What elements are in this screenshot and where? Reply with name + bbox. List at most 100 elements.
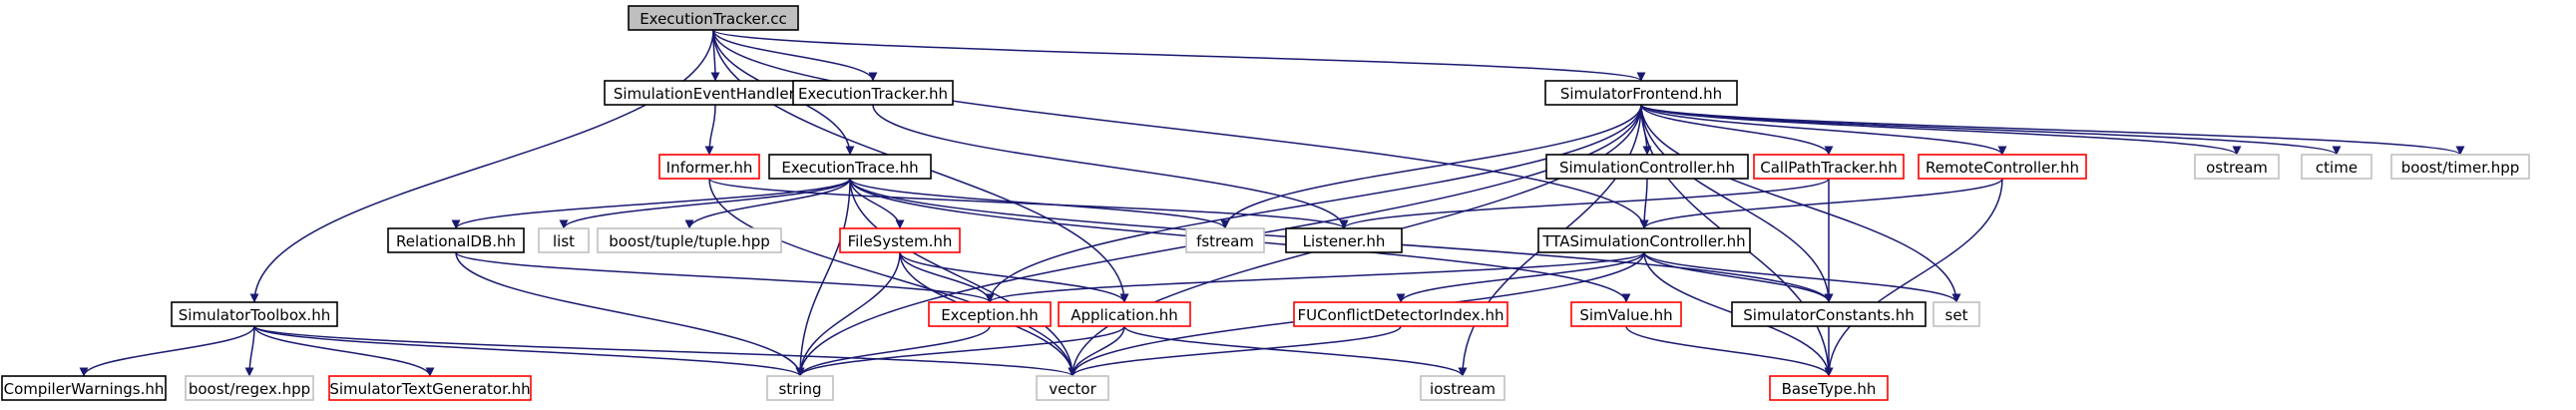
node-compilerwarnings-hh[interactable]: CompilerWarnings.hh — [1, 375, 167, 401]
node-simulatorfrontend-hh[interactable]: SimulatorFrontend.hh — [1544, 80, 1738, 106]
dependency-edge-path — [1639, 178, 1649, 229]
dependency-edge-path — [1640, 104, 2342, 156]
node-box — [387, 227, 525, 253]
node-basetype-hh[interactable]: BaseType.hh — [1769, 375, 1889, 401]
dependency-edge — [899, 251, 1129, 303]
dependency-edge-path — [684, 178, 851, 229]
node-label: SimulatorToolbox.hh — [179, 306, 330, 324]
node-label: ExecutionTrace.hh — [781, 159, 918, 177]
dependency-edge — [1339, 178, 1830, 229]
node-label: ostream — [2206, 159, 2268, 177]
dependency-edge — [1123, 325, 1468, 377]
node-simulationcontroller-hh[interactable]: SimulationController.hh — [1545, 154, 1749, 180]
node-box — [1545, 154, 1749, 180]
node-relationaldb-hh[interactable]: RelationalDB.hh — [387, 227, 525, 253]
node-box — [538, 227, 590, 253]
dependency-edge-path — [1640, 104, 1834, 303]
node-box — [766, 375, 834, 401]
node-label: iostream — [1430, 380, 1496, 398]
dependency-edge — [708, 178, 1349, 229]
node-box — [1932, 301, 1980, 327]
dependency-edge — [985, 104, 1642, 303]
dependency-edge-path — [985, 104, 1642, 303]
node-listener-hh[interactable]: Listener.hh — [1285, 227, 1403, 253]
dependency-edge-path — [1643, 251, 1834, 303]
dependency-edge — [559, 178, 851, 229]
dependency-edge — [849, 178, 1077, 377]
node-label: Exception.hh — [941, 306, 1039, 324]
node-ttasimulationcontroller-hh[interactable]: TTASimulationController.hh — [1537, 227, 1751, 253]
node-label: Informer.hh — [666, 159, 753, 177]
node-box — [185, 375, 314, 401]
node-simulatortoolbox-hh[interactable]: SimulatorToolbox.hh — [171, 301, 338, 327]
dependency-edge-path — [872, 104, 1349, 229]
node-box — [1731, 301, 1927, 327]
node-fuconflictdetectorindex-hh[interactable]: FUConflictDetectorIndex.hh — [1293, 301, 1508, 327]
dependency-edge-path — [849, 178, 905, 229]
node-box — [1285, 227, 1403, 253]
node-label: TTASimulationController.hh — [1541, 232, 1745, 250]
node-label: Application.hh — [1071, 306, 1178, 324]
node-filesystem-hh[interactable]: FileSystem.hh — [839, 227, 961, 253]
node-label: boost/regex.hpp — [189, 380, 310, 398]
node-vector: vector — [1036, 375, 1109, 401]
dependency-edge — [79, 325, 255, 377]
node-set: set — [1932, 301, 1980, 327]
node-exception-hh[interactable]: Exception.hh — [928, 301, 1052, 327]
dependency-edge — [1068, 325, 1402, 377]
node-box — [2194, 154, 2280, 180]
node-label: RelationalDB.hh — [396, 232, 516, 250]
node-application-hh[interactable]: Application.hh — [1058, 301, 1191, 327]
dependency-edge-path — [455, 251, 995, 303]
node-label: vector — [1049, 380, 1096, 398]
dependency-edge — [1643, 251, 1834, 303]
node-remotecontroller-hh[interactable]: RemoteController.hh — [1918, 154, 2087, 180]
dependency-edge-path — [712, 29, 1649, 229]
node-box — [2301, 154, 2372, 180]
dependency-edge — [1640, 104, 1834, 303]
dependency-edge-path — [79, 325, 255, 377]
dependency-edge-path — [795, 325, 991, 377]
dependency-edge-path — [559, 178, 851, 229]
node-executiontracker-hh[interactable]: ExecutionTracker.hh — [792, 80, 954, 106]
node-box — [1753, 154, 1905, 180]
node-label: ctime — [2316, 159, 2358, 177]
dependency-edge — [849, 178, 1230, 229]
node-label: ExecutionTracker.cc — [640, 10, 787, 28]
node-boost-regex-hpp: boost/regex.hpp — [185, 375, 314, 401]
node-simulationeventhandler-hh[interactable]: SimulationEventHandler.hh — [604, 80, 827, 106]
node-box — [768, 154, 932, 180]
dependency-edge-path — [1640, 104, 1961, 303]
dependency-edge-path — [712, 29, 878, 82]
dependency-edge-path — [712, 29, 1646, 82]
dependency-edge — [451, 178, 851, 229]
dependency-edge-path — [1625, 325, 1834, 377]
node-box — [328, 375, 532, 401]
dependency-edge-path — [795, 325, 1125, 377]
dependency-edge-path — [1068, 325, 1402, 377]
node-box — [171, 301, 338, 327]
dependency-edge-path — [849, 178, 1230, 229]
node-box — [839, 227, 961, 253]
node-simulatortextgenerator-hh[interactable]: SimulatorTextGenerator.hh — [328, 375, 532, 401]
dependency-edge — [795, 251, 901, 377]
node-simulatorconstants-hh[interactable]: SimulatorConstants.hh — [1731, 301, 1927, 327]
node-informer-hh[interactable]: Informer.hh — [658, 154, 760, 180]
node-executiontracker-cc: ExecutionTracker.cc — [628, 5, 799, 31]
node-callpathtracker-hh[interactable]: CallPathTracker.hh — [1753, 154, 1905, 180]
node-executiontrace-hh[interactable]: ExecutionTrace.hh — [768, 154, 932, 180]
node-box — [597, 227, 782, 253]
node-label: SimulationEventHandler.hh — [614, 85, 817, 103]
node-simvalue-hh[interactable]: SimValue.hh — [1570, 301, 1682, 327]
dependency-edge — [1643, 251, 1961, 303]
dependency-edge — [1640, 104, 2465, 156]
node-label: set — [1945, 306, 1968, 324]
dependency-edge — [253, 325, 1077, 377]
dependency-edge — [1639, 178, 1649, 229]
dependency-edge-path — [455, 251, 805, 377]
node-label: string — [778, 380, 821, 398]
node-label: boost/tuple/tuple.hpp — [609, 232, 770, 250]
edges-layer — [79, 29, 2465, 377]
node-box — [1185, 227, 1265, 253]
dependency-edge-path — [899, 251, 1129, 303]
